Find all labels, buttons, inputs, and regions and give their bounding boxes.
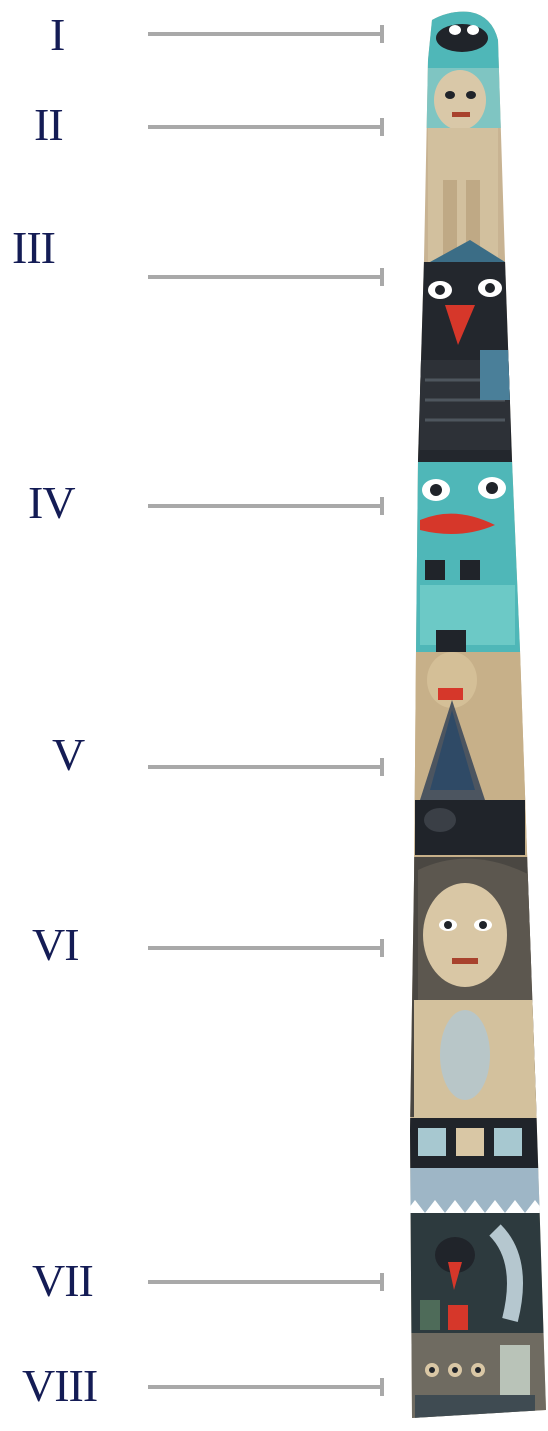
human-body — [428, 128, 498, 263]
leader-line-ii — [148, 125, 382, 129]
label-iii: III — [12, 222, 56, 273]
leader-cap-viii — [380, 1378, 384, 1396]
leader-cap-i — [380, 25, 384, 43]
leader-cap-v — [380, 758, 384, 776]
leader-line-iv — [148, 504, 382, 508]
leader-line-iii — [148, 275, 382, 279]
label-i: I — [50, 9, 65, 60]
label-v: V — [52, 729, 85, 780]
label-vii: VII — [32, 1255, 94, 1306]
label-ii: II — [34, 99, 64, 150]
leader-cap-ii — [380, 118, 384, 136]
leader-line-vii — [148, 1280, 382, 1284]
leader-line-i — [148, 32, 382, 36]
leader-cap-vii — [380, 1273, 384, 1291]
leader-line-vi — [148, 946, 382, 950]
label-iv: IV — [28, 477, 76, 528]
label-vi: VI — [32, 919, 80, 970]
leader-line-viii — [148, 1385, 382, 1389]
label-viii: VIII — [22, 1360, 98, 1411]
leader-line-v — [148, 765, 382, 769]
leader-cap-iii — [380, 268, 384, 286]
leader-cap-iv — [380, 497, 384, 515]
human-face — [434, 70, 486, 130]
leader-cap-vi — [380, 939, 384, 957]
